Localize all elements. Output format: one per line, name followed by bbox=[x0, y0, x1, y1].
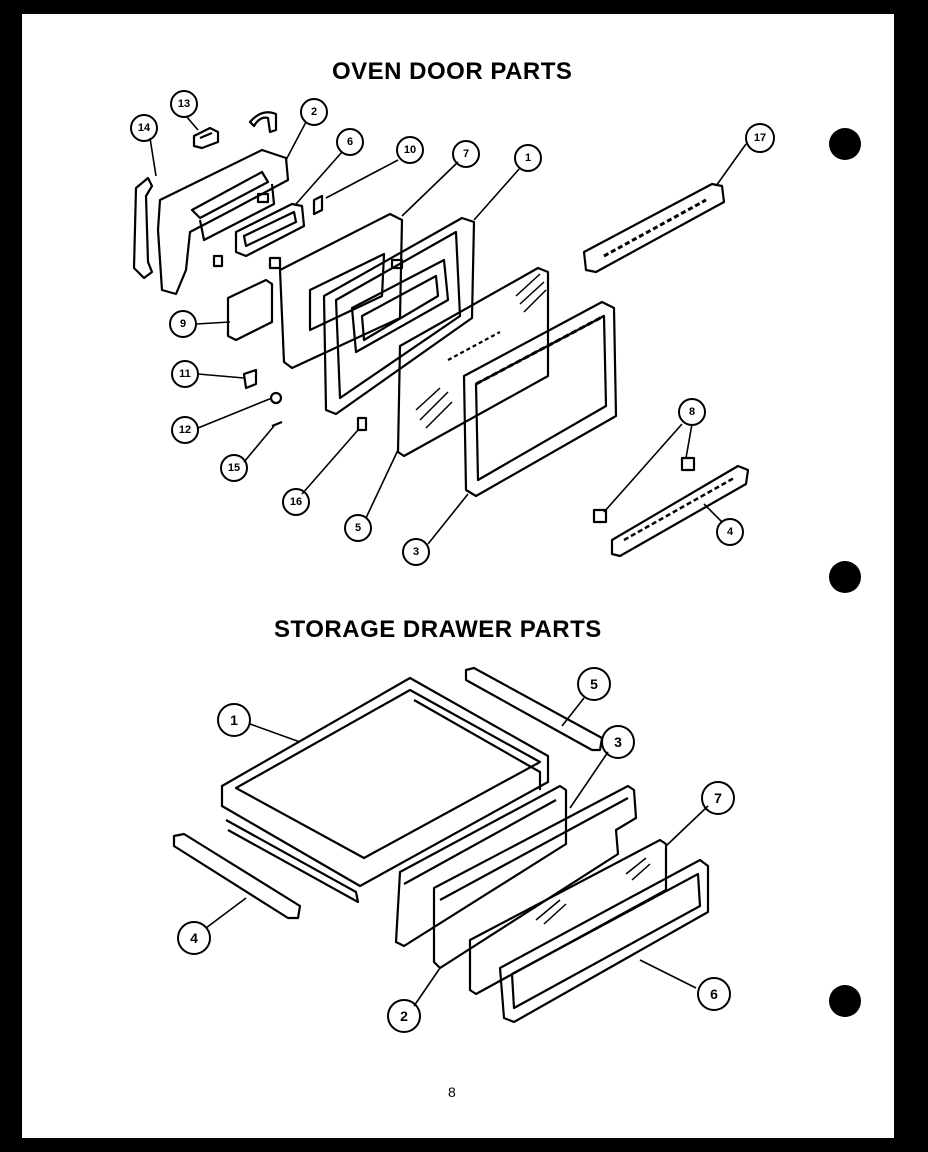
oven-part-1-door-frame bbox=[322, 216, 476, 416]
oven-label-10: 10 bbox=[404, 144, 416, 156]
drawer-label-1: 1 bbox=[230, 712, 238, 728]
oven-part-13-clip bbox=[192, 126, 220, 150]
page-number: 8 bbox=[448, 1084, 456, 1100]
drawer-label-3: 3 bbox=[614, 734, 622, 750]
drawer-label-7: 7 bbox=[714, 790, 722, 806]
leader-lines bbox=[149, 115, 747, 1007]
oven-label-1: 1 bbox=[525, 152, 531, 164]
oven-label-17: 17 bbox=[754, 132, 766, 144]
binder-hole-middle bbox=[829, 561, 861, 593]
oven-label-11: 11 bbox=[179, 368, 191, 380]
oven-label-2: 2 bbox=[311, 106, 317, 118]
oven-label-4: 4 bbox=[727, 526, 734, 538]
oven-part-3-outer-door bbox=[462, 300, 618, 498]
oven-part-9-panel bbox=[226, 278, 274, 342]
oven-label-8: 8 bbox=[689, 406, 695, 418]
oven-door-parts-title: OVEN DOOR PARTS bbox=[332, 58, 573, 85]
oven-label-13: 13 bbox=[178, 98, 190, 110]
oven-part-5-glass bbox=[396, 266, 550, 458]
oven-label-3: 3 bbox=[413, 546, 419, 558]
drawer-part-5-rail bbox=[464, 666, 604, 752]
label-circles bbox=[130, 90, 775, 1033]
oven-part-14-rod bbox=[132, 176, 154, 280]
drawer-label-2: 2 bbox=[400, 1008, 408, 1024]
oven-small-bracket bbox=[268, 256, 282, 270]
oven-label-5: 5 bbox=[355, 522, 361, 534]
drawer-label-5: 5 bbox=[590, 676, 598, 692]
oven-part-10-bracket bbox=[312, 194, 324, 216]
oven-part-17-vent-strip bbox=[582, 182, 726, 274]
drawer-label-4: 4 bbox=[190, 930, 198, 946]
oven-part-6-window-plate bbox=[234, 202, 306, 258]
oven-part-8-clip-b bbox=[592, 508, 608, 524]
oven-part-16 bbox=[356, 416, 368, 432]
oven-part-8-clip-a bbox=[680, 456, 696, 472]
storage-drawer-parts-title: STORAGE DRAWER PARTS bbox=[274, 616, 602, 643]
drawer-part-2-front-panel bbox=[432, 784, 638, 970]
drawer-part-1-body bbox=[220, 676, 550, 904]
oven-part-2-handle-trim bbox=[156, 148, 290, 296]
drawer-part-3-panel bbox=[394, 784, 568, 948]
binder-hole-bottom bbox=[829, 985, 861, 1017]
oven-label-9: 9 bbox=[180, 318, 186, 330]
oven-label-6: 6 bbox=[347, 136, 353, 148]
binder-hole-top bbox=[829, 128, 861, 160]
oven-part-11 bbox=[242, 368, 258, 390]
oven-part-15 bbox=[271, 420, 283, 428]
oven-label-14: 14 bbox=[138, 122, 151, 134]
oven-label-12: 12 bbox=[179, 424, 191, 436]
oven-label-16: 16 bbox=[290, 496, 302, 508]
drawer-part-6-trim bbox=[498, 858, 710, 1024]
drawer-part-4-rail bbox=[172, 832, 302, 920]
drawer-label-6: 6 bbox=[710, 986, 718, 1002]
oven-label-15: 15 bbox=[228, 462, 240, 474]
parts-sheet: OVEN DOOR PARTS STORAGE DRAWER PARTS 8 bbox=[22, 14, 894, 1138]
oven-hook bbox=[248, 111, 278, 134]
oven-part-12 bbox=[269, 391, 283, 405]
oven-part-4-bottom-strip bbox=[610, 464, 750, 558]
oven-label-text: 14 13 2 6 10 7 1 17 9 11 12 15 16 5 3 8 … bbox=[138, 98, 766, 558]
drawer-label-text: 1 5 3 7 6 4 2 bbox=[190, 676, 722, 1024]
oven-label-7: 7 bbox=[463, 148, 469, 160]
